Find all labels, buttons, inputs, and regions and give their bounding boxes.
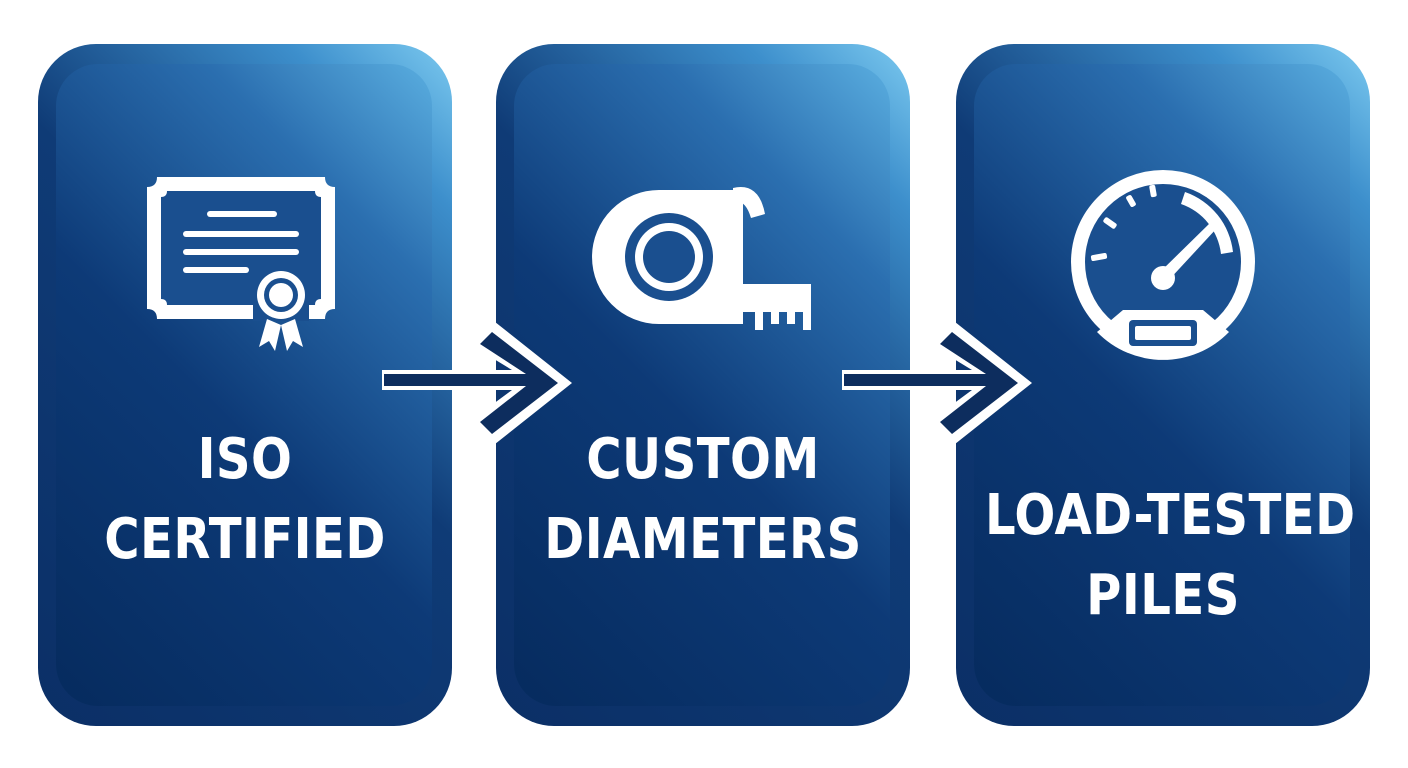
step-title: ISO CERTIFIED (67, 420, 423, 580)
step-title-line1: CUSTOM (586, 427, 820, 492)
step-title-line2: CERTIFIED (104, 507, 386, 572)
tape-measure-icon (496, 184, 910, 334)
step-card-inner (56, 64, 432, 706)
right-arrow-icon (382, 318, 572, 448)
step-title-line1: LOAD-TESTED (984, 483, 1356, 548)
step-title: CUSTOM DIAMETERS (525, 420, 881, 580)
step-card-load-tested-piles: LOAD-TESTED PILES (956, 44, 1370, 726)
step-title: LOAD-TESTED PILES (984, 476, 1356, 636)
right-arrow-icon (842, 318, 1032, 448)
step-card-inner (514, 64, 890, 706)
step-title-line2: DIAMETERS (544, 507, 862, 572)
step-title-line1: ISO (197, 427, 293, 492)
gauge-icon (956, 162, 1370, 362)
step-title-line2: PILES (1086, 563, 1240, 628)
certificate-icon (38, 169, 452, 359)
